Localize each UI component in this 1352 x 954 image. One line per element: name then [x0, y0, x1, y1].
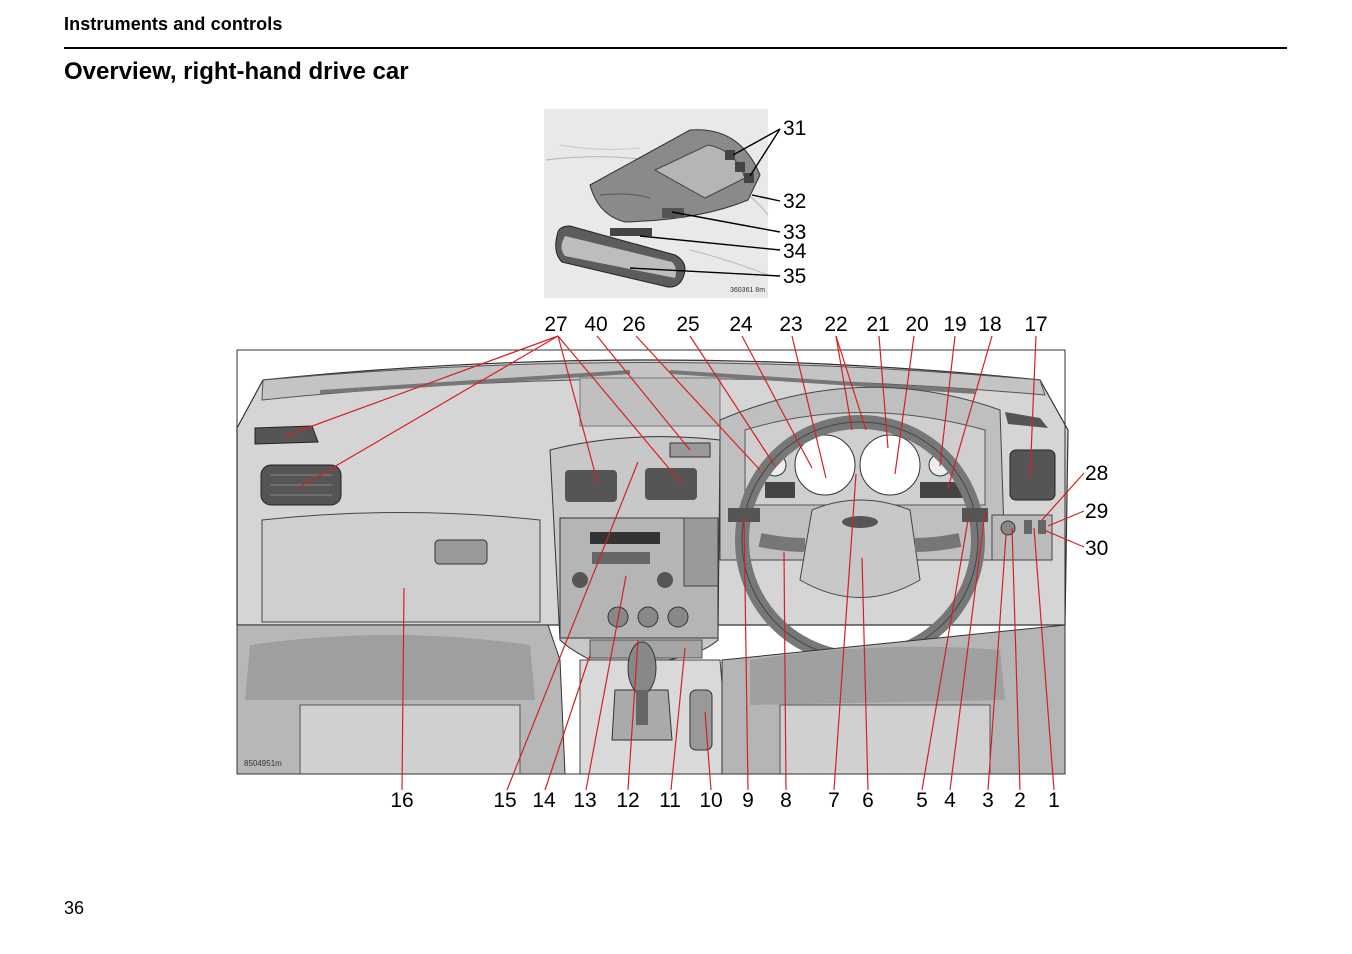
callout-28: 28 [1085, 462, 1108, 485]
callout-32: 32 [783, 190, 806, 213]
callout-34: 34 [783, 240, 807, 263]
callout-16: 16 [390, 789, 413, 812]
callout-27: 27 [544, 313, 567, 336]
callout-22: 22 [824, 313, 847, 336]
callout-3: 3 [982, 789, 994, 812]
callout-25: 25 [676, 313, 699, 336]
header-rule [64, 47, 1287, 49]
callout-24: 24 [729, 313, 753, 336]
callout-20: 20 [905, 313, 928, 336]
callout-33: 33 [783, 221, 806, 244]
callout-5: 5 [916, 789, 928, 812]
callout-30: 30 [1085, 537, 1108, 560]
page-title: Overview, right-hand drive car [64, 58, 409, 85]
callout-15: 15 [493, 789, 516, 812]
callout-13: 13 [573, 789, 596, 812]
callout-14: 14 [532, 789, 556, 812]
callout-10: 10 [699, 789, 722, 812]
callout-31: 31 [783, 117, 806, 140]
callout-40: 40 [584, 313, 607, 336]
callout-23: 23 [779, 313, 802, 336]
callout-35: 35 [783, 265, 806, 288]
callout-29: 29 [1085, 500, 1108, 523]
inset-callouts: 31 32 33 34 35 [783, 117, 807, 288]
inset-figure-code: 360361 8m [730, 287, 765, 294]
section-header: Instruments and controls [64, 14, 283, 34]
right-callouts: 28 29 30 [1085, 462, 1108, 560]
callout-21: 21 [866, 313, 889, 336]
callout-26: 26 [622, 313, 645, 336]
callout-17: 17 [1024, 313, 1047, 336]
callout-4: 4 [944, 789, 956, 812]
callout-18: 18 [978, 313, 1001, 336]
callout-1: 1 [1048, 789, 1060, 812]
top-callouts: 27 40 26 25 24 23 22 21 20 19 18 17 [544, 313, 1047, 336]
inset-illustration [544, 109, 769, 298]
callout-6: 6 [862, 789, 874, 812]
callout-7: 7 [828, 789, 840, 812]
callout-8: 8 [780, 789, 792, 812]
callout-2: 2 [1014, 789, 1026, 812]
callout-9: 9 [742, 789, 754, 812]
callout-11: 11 [659, 789, 681, 812]
bottom-callouts: 16 15 14 13 12 11 10 9 8 7 6 5 4 3 2 1 [390, 789, 1060, 812]
main-figure-code: 8504951m [244, 759, 282, 768]
main-leaders [284, 335, 1085, 791]
inset-leaders [629, 128, 781, 277]
callout-19: 19 [943, 313, 966, 336]
page-number: 36 [64, 898, 85, 918]
callout-12: 12 [616, 789, 639, 812]
dashboard-illustration [236, 349, 1069, 775]
